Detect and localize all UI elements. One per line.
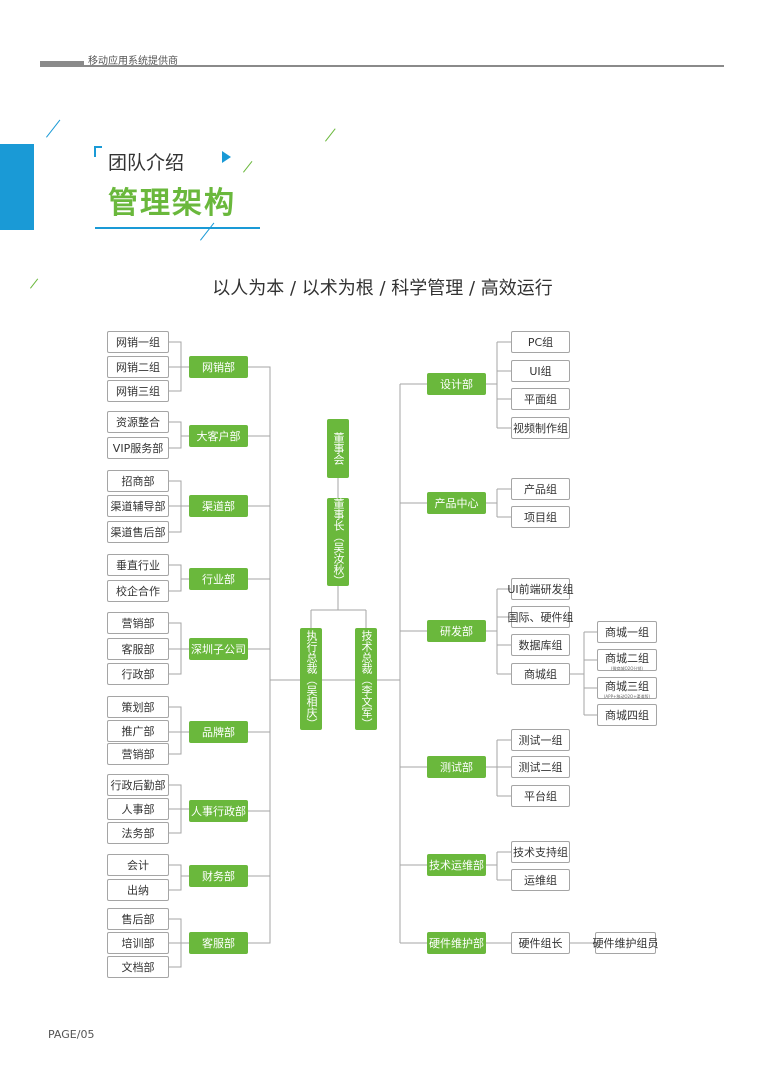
section-heading: 管理架构 (108, 186, 236, 221)
group-box: PC组 (511, 331, 570, 353)
group-box: 网销三组 (107, 380, 169, 402)
group-box: 平台组 (511, 785, 570, 807)
group-box: VIP服务部 (107, 437, 169, 459)
mall-group-box: 商城四组 (597, 704, 657, 726)
side-accent-bar (0, 144, 34, 230)
group-box: 商城组 (511, 663, 570, 685)
play-icon (222, 151, 231, 163)
dept-box: 研发部 (427, 620, 486, 642)
group-box: 行政部 (107, 663, 169, 685)
dept-box: 设计部 (427, 373, 486, 395)
mall-group-note: (APP+移动O2O+渠道版) (603, 693, 651, 699)
dept-box: 深圳子公司 (189, 638, 248, 660)
group-box: 法务部 (107, 822, 169, 844)
mall-group-box: 商城三组 (APP+移动O2O+渠道版) (597, 677, 657, 699)
group-box: 产品组 (511, 478, 570, 500)
group-box: 文档部 (107, 956, 169, 978)
chairman-box: 董事长（吴汝秋） (327, 498, 349, 586)
group-box: 校企合作 (107, 580, 169, 602)
hardware-member-box: 硬件维护组员 (593, 932, 659, 954)
title-underline (95, 227, 260, 229)
title-bracket (94, 146, 102, 157)
group-box: 项目组 (511, 506, 570, 528)
dept-box: 渠道部 (189, 495, 248, 517)
header-tab-marker (40, 61, 84, 67)
group-box: 垂直行业 (107, 554, 169, 576)
dept-box: 产品中心 (427, 492, 486, 514)
group-box: 招商部 (107, 470, 169, 492)
group-box: 数据库组 (511, 634, 570, 656)
company-tagline: 移动应用系统提供商 (88, 56, 178, 67)
dept-box: 技术运维部 (427, 854, 486, 876)
group-box: 硬件组长 (511, 932, 570, 954)
tech-ceo-box: 技术总裁（李文军） (355, 628, 377, 730)
group-box: UI组 (511, 360, 570, 382)
group-box: 出纳 (107, 879, 169, 901)
exec-ceo-box: 执行总裁（吴相庆） (300, 628, 322, 730)
dept-box: 财务部 (189, 865, 248, 887)
group-box: 行政后勤部 (107, 774, 169, 796)
mall-group-note: (微商城O2O分销) (611, 665, 643, 671)
mall-group-label: 商城三组 (605, 679, 649, 693)
dept-box: 行业部 (189, 568, 248, 590)
board-box: 董事会 (327, 419, 349, 478)
dept-box: 硬件维护部 (427, 932, 486, 954)
group-box: 测试一组 (511, 729, 570, 751)
group-box: 测试二组 (511, 756, 570, 778)
group-box: 国际、硬件组 (508, 606, 574, 628)
dept-box: 人事行政部 (189, 800, 248, 822)
section-title: 团队介绍 (108, 152, 185, 174)
dept-box: 测试部 (427, 756, 486, 778)
group-box: 客服部 (107, 638, 169, 660)
header-rule (40, 65, 724, 67)
group-box: 营销部 (107, 743, 169, 765)
dept-box: 大客户部 (189, 425, 248, 447)
group-box: 售后部 (107, 908, 169, 930)
group-box: 网销一组 (107, 331, 169, 353)
group-box: 平面组 (511, 388, 570, 410)
group-box: 运维组 (511, 869, 570, 891)
slogan: 以人为本 / 以术为根 / 科学管理 / 高效运行 (212, 278, 553, 299)
mall-group-box: 商城二组 (微商城O2O分销) (597, 649, 657, 671)
group-box: 渠道辅导部 (107, 495, 169, 517)
page-number: PAGE/05 (48, 1028, 95, 1041)
group-box: 策划部 (107, 696, 169, 718)
dept-box: 网销部 (189, 356, 248, 378)
group-box: 资源整合 (107, 411, 169, 433)
group-box: 人事部 (107, 798, 169, 820)
group-box: 营销部 (107, 612, 169, 634)
group-box: 视频制作组 (511, 417, 570, 439)
group-box: 会计 (107, 854, 169, 876)
mall-group-label: 商城二组 (605, 651, 649, 665)
group-box: UI前端研发组 (507, 578, 574, 600)
group-box: 技术支持组 (511, 841, 570, 863)
group-box: 渠道售后部 (107, 521, 169, 543)
mall-group-box: 商城一组 (597, 621, 657, 643)
dept-box: 客服部 (189, 932, 248, 954)
group-box: 推广部 (107, 720, 169, 742)
group-box: 网销二组 (107, 356, 169, 378)
dept-box: 品牌部 (189, 721, 248, 743)
group-box: 培训部 (107, 932, 169, 954)
